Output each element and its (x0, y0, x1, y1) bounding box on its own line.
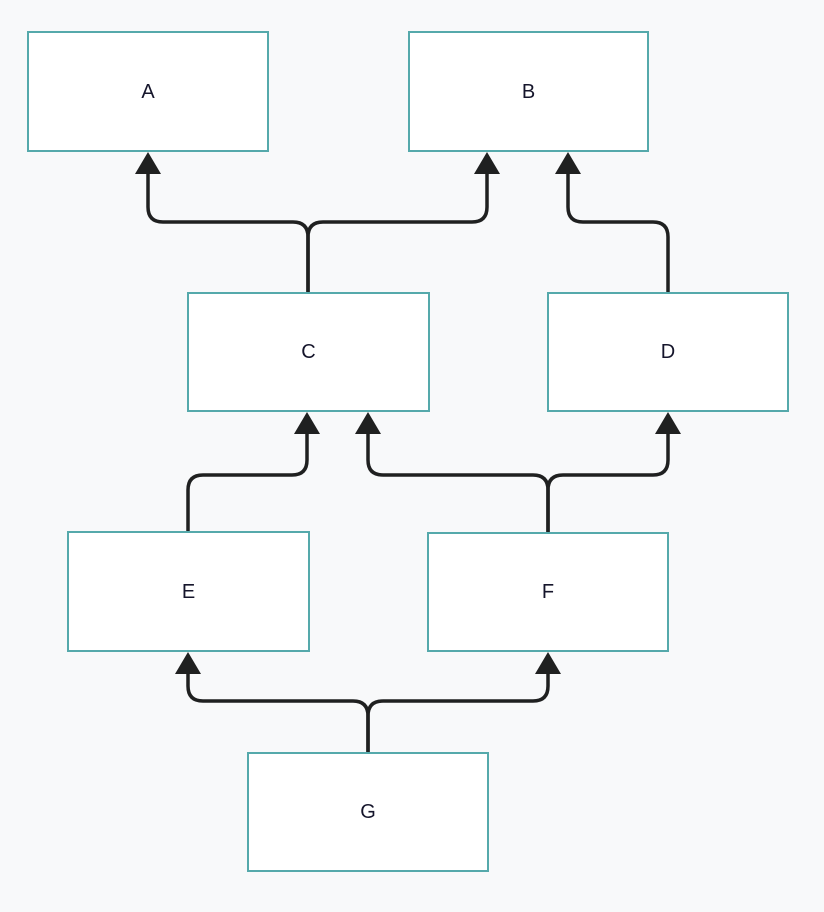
edge-c-to-a (146, 174, 310, 292)
flowchart-node-e[interactable]: E (67, 531, 310, 652)
flowchart-node-f[interactable]: F (427, 532, 669, 652)
edge-c-to-b (306, 174, 489, 292)
flowchart-node-c[interactable]: C (187, 292, 430, 412)
edge-d-to-b (566, 174, 670, 292)
arrowhead-c-to-b (474, 152, 500, 174)
edge-g-to-e (186, 674, 370, 752)
node-d-label: D (660, 341, 676, 363)
flowchart-node-a[interactable]: A (27, 31, 269, 152)
edge-e-to-c (186, 434, 309, 531)
node-b-label: B (521, 80, 536, 103)
node-c-label: C (301, 341, 316, 363)
arrowhead-d-to-b (555, 152, 581, 174)
arrowhead-g-to-e (175, 652, 201, 674)
flowchart-node-d[interactable]: D (547, 292, 789, 412)
node-e-label: E (181, 580, 196, 603)
edge-f-to-c (366, 434, 550, 532)
flowchart-node-g[interactable]: G (247, 752, 489, 872)
edge-g-to-f (366, 674, 550, 752)
arrowhead-e-to-c (294, 412, 320, 434)
flowchart-node-b[interactable]: B (408, 31, 649, 152)
arrowhead-c-to-a (135, 152, 161, 174)
arrowhead-f-to-d (655, 412, 681, 434)
edge-f-to-d (546, 434, 670, 532)
node-a-label: A (141, 80, 155, 103)
node-g-label: G (360, 801, 376, 823)
node-f-label: F (541, 581, 555, 603)
arrowhead-f-to-c (355, 412, 381, 434)
arrowhead-g-to-f (535, 652, 561, 674)
